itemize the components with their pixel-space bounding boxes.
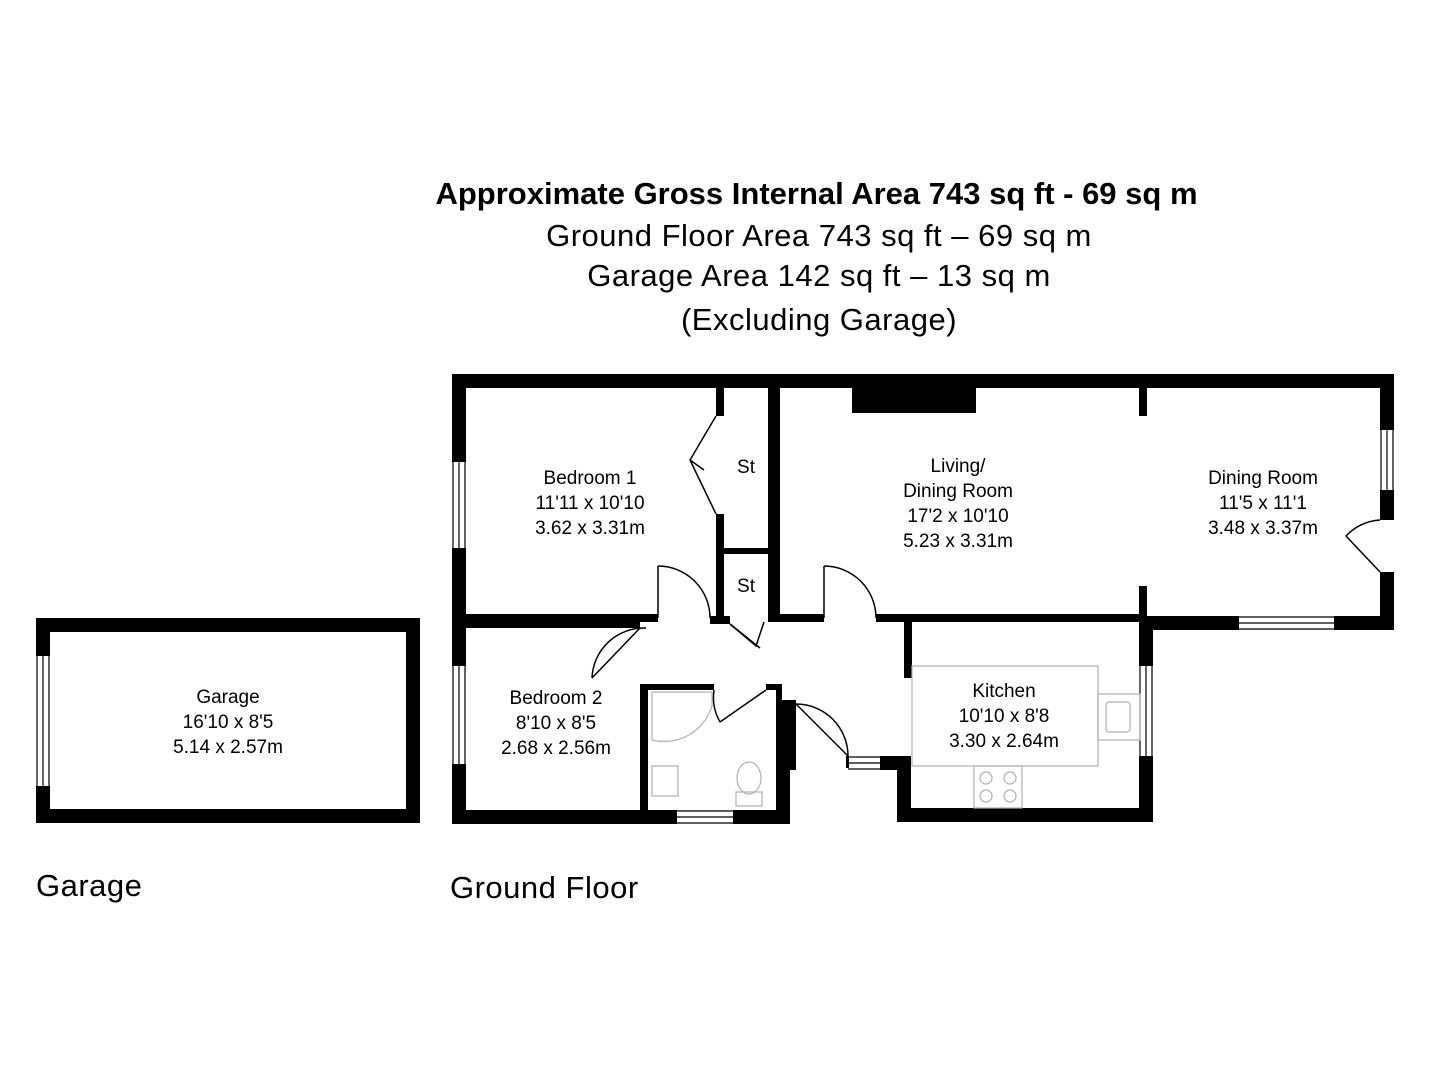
area-note: (Excluding Garage) bbox=[680, 302, 958, 337]
room-dimensions-metric: 5.23 x 3.31m bbox=[903, 531, 1013, 552]
garage-area: Garage Area 142 sq ft – 13 sq m bbox=[587, 258, 1051, 293]
floor-label-garage: Garage bbox=[36, 868, 143, 903]
room-dimensions-metric: 2.68 x 2.56m bbox=[501, 738, 611, 759]
room-bedroom1: Bedroom 1 11'11 x 10'10 3.62 x 3.31m bbox=[500, 466, 680, 541]
doors bbox=[591, 415, 1381, 757]
basin-icon bbox=[651, 765, 679, 797]
room-dimensions-metric: 3.30 x 2.64m bbox=[949, 731, 1059, 752]
shower-icon bbox=[651, 691, 713, 743]
room-dimensions-imperial: 17'2 x 10'10 bbox=[907, 506, 1009, 527]
room-name: Bedroom 1 bbox=[543, 468, 637, 489]
room-store1: St bbox=[737, 457, 755, 478]
room-dimensions-imperial: 16'10 x 8'5 bbox=[182, 712, 274, 733]
room-name: Kitchen bbox=[972, 681, 1036, 702]
kitchen-sink-unit bbox=[1097, 693, 1141, 741]
toilet-icon bbox=[736, 761, 762, 795]
area-title: Approximate Gross Internal Area 743 sq f… bbox=[435, 176, 1198, 211]
fixtures bbox=[651, 665, 1141, 809]
room-dimensions-metric: 5.14 x 2.57m bbox=[173, 737, 283, 758]
room-dimensions-imperial: 8'10 x 8'5 bbox=[515, 713, 597, 734]
room-name: Dining Room bbox=[1208, 468, 1318, 489]
room-name: Bedroom 2 bbox=[509, 688, 603, 709]
hob-unit bbox=[973, 765, 1023, 809]
room-name: Living/ bbox=[930, 456, 986, 477]
garage-wall-left-upper bbox=[36, 618, 50, 656]
garage-wall-bottom bbox=[36, 809, 420, 823]
ground-floor-walls bbox=[452, 374, 1394, 824]
hob-ring-icon bbox=[979, 771, 993, 785]
floor-label-ground: Ground Floor bbox=[450, 870, 639, 905]
room-name: Garage bbox=[196, 687, 260, 708]
windows bbox=[452, 430, 1394, 824]
room-bedroom2: Bedroom 2 8'10 x 8'5 2.68 x 2.56m bbox=[466, 686, 646, 761]
room-dimensions-imperial: 11'5 x 11'1 bbox=[1219, 493, 1307, 514]
room-dimensions-metric: 3.48 x 3.37m bbox=[1208, 518, 1318, 539]
internal-walls bbox=[466, 386, 1239, 814]
toilet-cistern bbox=[735, 791, 763, 807]
room-kitchen: Kitchen 10'10 x 8'8 3.30 x 2.64m bbox=[914, 679, 1094, 754]
room-name: Dining Room bbox=[903, 481, 1013, 502]
room-store2: St bbox=[737, 576, 755, 597]
garage-wall-left-lower bbox=[36, 786, 50, 823]
garage-door-opening bbox=[36, 656, 50, 786]
room-dimensions-imperial: 10'10 x 8'8 bbox=[958, 706, 1050, 727]
room-living: Living/ Dining Room 17'2 x 10'10 5.23 x … bbox=[868, 454, 1048, 554]
room-dining: Dining Room 11'5 x 11'1 3.48 x 3.37m bbox=[1173, 466, 1353, 541]
garage-plan bbox=[36, 618, 420, 823]
ground-floor-area: Ground Floor Area 743 sq ft – 69 sq m bbox=[546, 218, 1092, 253]
room-dimensions-imperial: 11'11 x 10'10 bbox=[535, 493, 645, 514]
garage-wall-top bbox=[36, 618, 420, 632]
garage-wall-right bbox=[406, 618, 420, 823]
room-garage: Garage 16'10 x 8'5 5.14 x 2.57m bbox=[138, 685, 318, 760]
sink-icon bbox=[1105, 701, 1131, 733]
room-dimensions-metric: 3.62 x 3.31m bbox=[535, 518, 645, 539]
